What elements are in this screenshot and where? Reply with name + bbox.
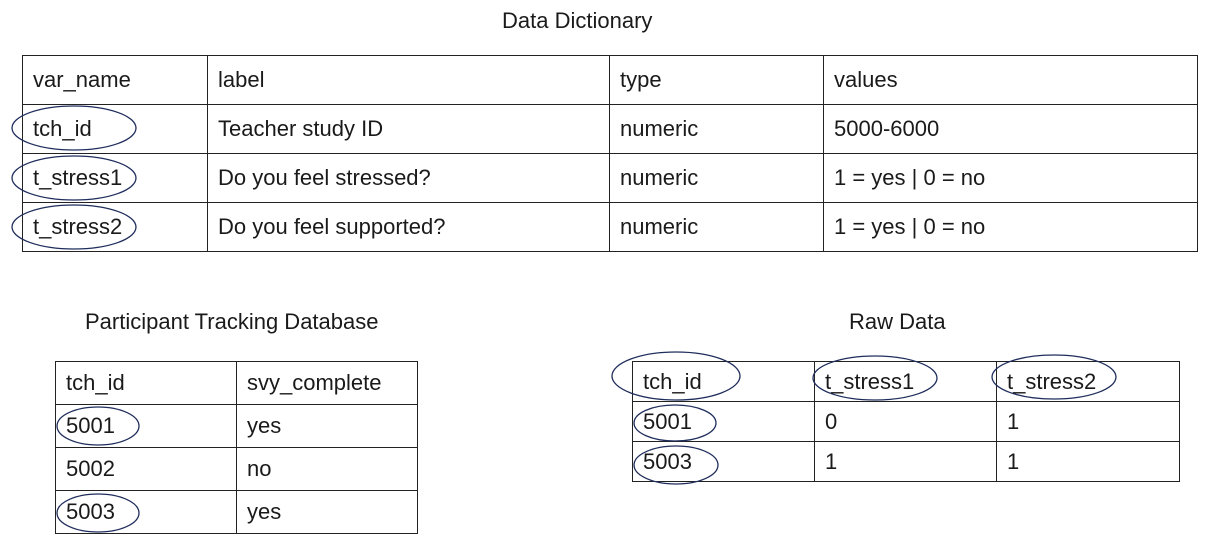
table-row: 5001 yes <box>55 404 418 448</box>
table-cell: 5003 <box>55 490 237 534</box>
table-row: t_stress2 Do you feel supported? numeric… <box>22 202 1198 252</box>
raw-data-table: tch_id t_stress1 t_stress2 5001 0 1 5003… <box>632 361 1180 482</box>
table-header-row: tch_id svy_complete <box>55 361 418 405</box>
table-cell: 5001 <box>632 401 815 442</box>
table-cell: numeric <box>609 202 824 252</box>
table-row: tch_id Teacher study ID numeric 5000-600… <box>22 104 1198 154</box>
table-header-row: var_name label type values <box>22 55 1198 105</box>
header-cell: tch_id <box>55 361 237 405</box>
table-cell: 5001 <box>55 404 237 448</box>
table-cell: 0 <box>814 401 997 442</box>
table-row: 5002 no <box>55 447 418 491</box>
table-cell: 1 <box>814 441 997 482</box>
header-cell: var_name <box>22 55 208 105</box>
raw-data-title: Raw Data <box>849 309 946 334</box>
header-cell: tch_id <box>632 361 815 402</box>
header-cell: values <box>823 55 1198 105</box>
table-cell: 1 <box>996 401 1180 442</box>
table-row: 5003 yes <box>55 490 418 534</box>
header-cell: svy_complete <box>236 361 418 405</box>
table-cell: 5002 <box>55 447 237 491</box>
table-cell: Do you feel supported? <box>207 202 610 252</box>
header-cell: label <box>207 55 610 105</box>
participant-tracking-title: Participant Tracking Database <box>85 309 379 334</box>
table-cell: tch_id <box>22 104 208 154</box>
data-dictionary-title: Data Dictionary <box>502 8 653 33</box>
table-cell: yes <box>236 490 418 534</box>
table-cell: 5003 <box>632 441 815 482</box>
participant-tracking-table: tch_id svy_complete 5001 yes 5002 no 500… <box>55 361 418 534</box>
header-cell: type <box>609 55 824 105</box>
table-cell: t_stress2 <box>22 202 208 252</box>
table-cell: yes <box>236 404 418 448</box>
table-cell: 5000-6000 <box>823 104 1198 154</box>
table-row: 5001 0 1 <box>632 401 1180 442</box>
table-cell: numeric <box>609 153 824 203</box>
table-cell: Do you feel stressed? <box>207 153 610 203</box>
table-cell: Teacher study ID <box>207 104 610 154</box>
header-cell: t_stress1 <box>814 361 997 402</box>
table-cell: 1 = yes | 0 = no <box>823 202 1198 252</box>
table-row: t_stress1 Do you feel stressed? numeric … <box>22 153 1198 203</box>
table-cell: t_stress1 <box>22 153 208 203</box>
table-cell: numeric <box>609 104 824 154</box>
table-cell: no <box>236 447 418 491</box>
header-cell: t_stress2 <box>996 361 1180 402</box>
table-header-row: tch_id t_stress1 t_stress2 <box>632 361 1180 402</box>
table-row: 5003 1 1 <box>632 441 1180 482</box>
table-cell: 1 = yes | 0 = no <box>823 153 1198 203</box>
table-cell: 1 <box>996 441 1180 482</box>
data-dictionary-table: var_name label type values tch_id Teache… <box>22 55 1198 252</box>
